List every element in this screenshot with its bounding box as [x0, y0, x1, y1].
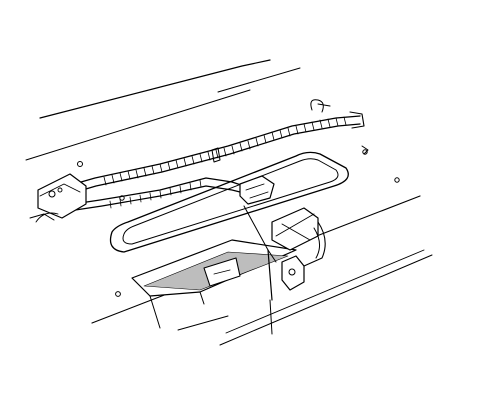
roof-panel	[25, 59, 433, 346]
panel-bottom-edge-inner	[219, 254, 433, 346]
wire-hook	[310, 99, 331, 113]
connector-wire-out	[29, 213, 55, 221]
hole	[115, 291, 121, 297]
hole	[77, 161, 83, 167]
frame-outer	[109, 151, 349, 253]
harness-corrugation	[103, 116, 347, 186]
connector-pin	[48, 190, 56, 198]
motor-drive-shaft	[267, 249, 273, 301]
connector-leader	[35, 212, 59, 223]
connector-pin	[57, 187, 63, 193]
motor-wire	[303, 221, 326, 267]
panel-top-edge-inner	[25, 89, 251, 161]
panel-top-edge	[39, 59, 271, 119]
bracket-tab-slot	[213, 269, 231, 275]
harness-branch	[59, 177, 251, 207]
sunroof-motor	[243, 205, 326, 301]
connector-body	[37, 173, 87, 219]
harness-main-top	[59, 115, 361, 189]
motor-bracket	[131, 239, 297, 329]
connector-face	[39, 183, 81, 197]
harness-branch-corrugation	[109, 179, 202, 209]
frame-inner	[122, 158, 339, 245]
drive-line	[269, 299, 273, 335]
frame-connector-detail	[245, 183, 269, 199]
small-mark	[361, 145, 369, 155]
motor-wire-2	[313, 227, 320, 259]
sunroof-frame	[109, 151, 349, 253]
motor-mount-cross	[275, 213, 315, 241]
harness-branch-lower	[61, 185, 249, 213]
hole	[362, 149, 368, 155]
panel-edge-right-upper	[217, 67, 301, 93]
frame-connector	[239, 175, 275, 205]
motor-fastener	[288, 268, 296, 276]
left-connector	[29, 173, 87, 223]
motor-cable	[243, 205, 277, 263]
motor-mount	[271, 207, 319, 251]
harness-clip	[211, 147, 221, 163]
harness-end	[349, 111, 365, 129]
hole	[394, 177, 400, 183]
panel-bottom-edge-inner2	[225, 249, 425, 334]
panel-lower-edge	[177, 315, 229, 331]
bracket-edge	[149, 291, 205, 329]
motor-body	[281, 255, 305, 291]
wiring-harness	[59, 111, 365, 213]
frame-connector-body	[239, 175, 275, 205]
